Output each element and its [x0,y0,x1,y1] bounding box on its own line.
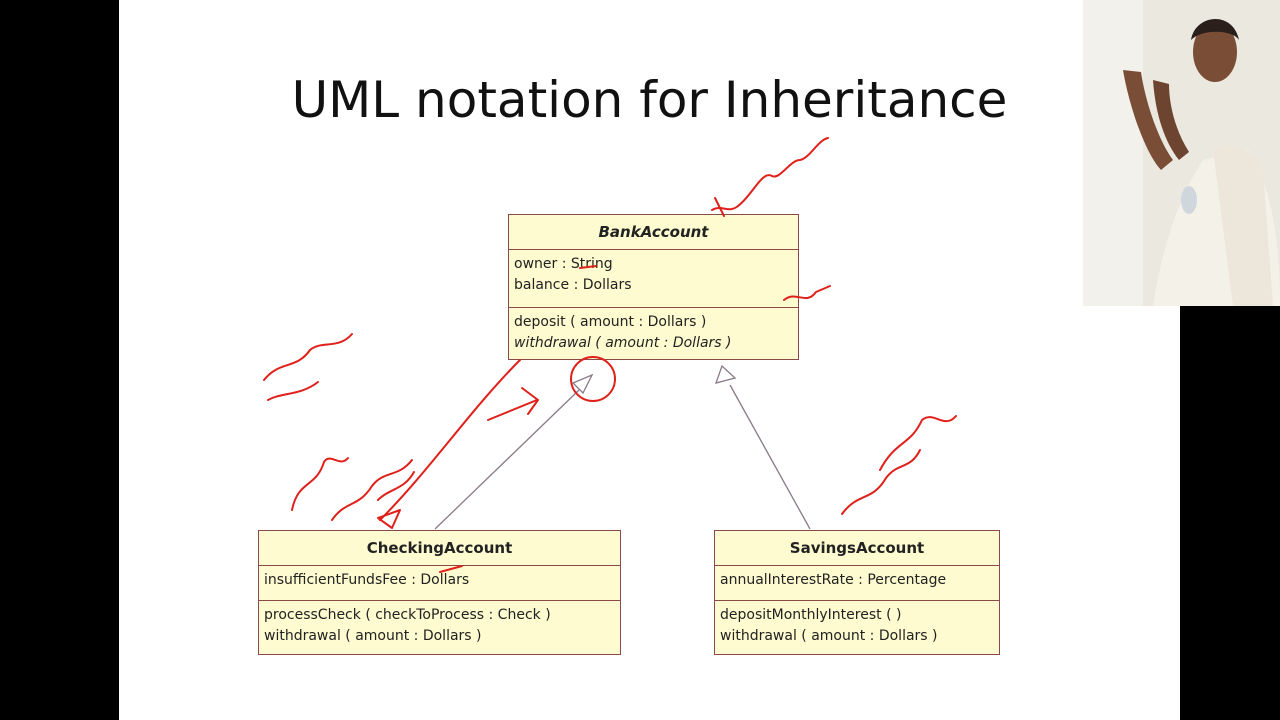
operation: withdrawal ( amount : Dollars ) [514,335,732,351]
attributes-section: annualInterestRate : Percentage [715,566,999,601]
slide-title: UML notation for Inheritance [291,71,1008,129]
class-name: CheckingAccount [259,531,620,566]
operation: withdrawal ( amount : Dollars ) [720,628,938,644]
attributes-section: owner : String balance : Dollars [509,250,798,308]
class-name: BankAccount [509,215,798,250]
operations-section: processCheck ( checkToProcess : Check ) … [259,601,620,651]
presenter-figure [1083,0,1280,306]
operations-section: depositMonthlyInterest ( ) withdrawal ( … [715,601,999,651]
class-name: SavingsAccount [715,531,999,566]
operations-section: deposit ( amount : Dollars ) withdrawal … [509,308,798,358]
operation: withdrawal ( amount : Dollars ) [264,628,482,644]
class-savings-account: SavingsAccount annualInterestRate : Perc… [714,530,1000,655]
class-checking-account: CheckingAccount insufficientFundsFee : D… [258,530,621,655]
attribute: insufficientFundsFee : Dollars [264,572,470,588]
presenter-webcam [1083,0,1280,306]
attributes-section: insufficientFundsFee : Dollars [259,566,620,601]
operation: processCheck ( checkToProcess : Check ) [264,607,551,623]
class-bank-account: BankAccount owner : String balance : Dol… [508,214,799,360]
attribute: owner : String [514,256,613,272]
operation: deposit ( amount : Dollars ) [514,314,707,330]
attribute: annualInterestRate : Percentage [720,572,947,588]
slide: UML notation for Inheritance BankAccount… [119,0,1180,720]
attribute: balance : Dollars [514,277,632,293]
operation: depositMonthlyInterest ( ) [720,607,902,623]
